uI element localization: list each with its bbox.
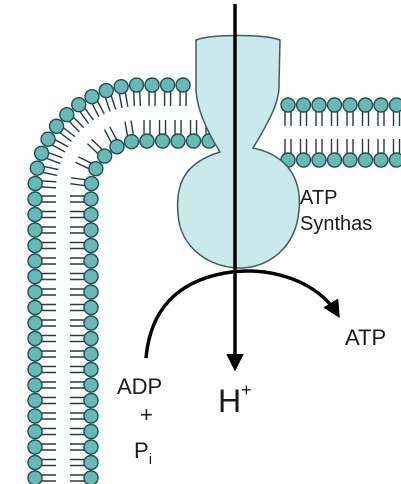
lipid-head — [84, 177, 98, 191]
atp-product-label: ATP — [345, 325, 386, 350]
lipid-head — [156, 134, 170, 148]
lipid-head — [84, 239, 98, 253]
lipid-head — [85, 90, 99, 104]
lipid-head — [28, 363, 42, 377]
lipid-head — [98, 149, 112, 163]
lipid-head — [390, 153, 401, 167]
lipid-head — [297, 153, 311, 167]
lipid-head — [28, 177, 42, 191]
lipid-head — [390, 98, 401, 112]
lipid-head — [84, 425, 98, 439]
lipid-head — [28, 425, 42, 439]
proton-label: H+ — [218, 380, 252, 419]
atp-synthase-label-line2: Synthas — [300, 213, 372, 235]
lipid-head — [312, 98, 326, 112]
atp-synthase-protein — [178, 36, 300, 269]
lipid-head — [84, 254, 98, 268]
lipid-head — [312, 153, 326, 167]
lipid-head — [28, 208, 42, 222]
lipid-head — [84, 301, 98, 315]
lipid-head — [110, 140, 124, 154]
lipid-head — [28, 409, 42, 423]
lipid-head — [374, 98, 388, 112]
lipid-head — [35, 146, 49, 160]
lipid-head — [28, 239, 42, 253]
lipid-head — [28, 301, 42, 315]
lipid-head — [187, 134, 201, 148]
lipid-head — [28, 192, 42, 206]
lipid-head — [72, 98, 86, 112]
lipid-head — [114, 80, 128, 94]
lipid-head — [84, 363, 98, 377]
lipid-head — [28, 223, 42, 237]
lipid-head — [89, 162, 103, 176]
lipid-head — [171, 134, 185, 148]
lipid-head — [28, 254, 42, 268]
lipid-head — [41, 132, 55, 146]
phosphate-subscript: i — [149, 451, 152, 468]
lipid-head — [84, 285, 98, 299]
lipid-head — [28, 285, 42, 299]
lipid-head — [328, 153, 342, 167]
lipid-head — [28, 440, 42, 454]
atp-synthase-label-line1: ATP — [300, 187, 337, 209]
lipid-head — [99, 84, 113, 98]
lipid-head — [328, 98, 342, 112]
lipid-head — [28, 332, 42, 346]
lipid-head — [84, 378, 98, 392]
lipid-head — [84, 456, 98, 470]
lipid-head — [28, 316, 42, 330]
lipid-head — [125, 135, 139, 149]
lipid-head — [84, 409, 98, 423]
lipid-head — [297, 98, 311, 112]
proton-symbol: H — [218, 383, 241, 419]
plus-sign-label: + — [140, 402, 153, 427]
lipid-head — [28, 270, 42, 284]
lipid-head — [130, 78, 144, 92]
lipid-head — [28, 394, 42, 408]
lipid-head — [359, 98, 373, 112]
lipid-head — [28, 347, 42, 361]
lipid-head — [343, 153, 357, 167]
lipid-head — [50, 119, 64, 133]
lipid-head — [145, 78, 159, 92]
phosphate-label: Pi — [134, 438, 152, 468]
lipid-head — [84, 347, 98, 361]
lipid-head — [161, 78, 175, 92]
lipid-head — [28, 378, 42, 392]
lipid-head — [28, 456, 42, 470]
lipid-head — [28, 471, 42, 484]
lipid-head — [281, 98, 295, 112]
lipid-head — [84, 332, 98, 346]
lipid-head — [343, 98, 357, 112]
lipid-head — [176, 78, 190, 92]
lipid-head — [84, 192, 98, 206]
lipid-head — [30, 161, 44, 175]
lipid-head — [84, 208, 98, 222]
proton-charge: + — [241, 380, 252, 400]
lipid-head — [84, 270, 98, 284]
lipid-head — [140, 134, 154, 148]
lipid-head — [84, 223, 98, 237]
lipid-head — [84, 440, 98, 454]
atp-synthesis-arrow — [146, 271, 338, 358]
lipid-head — [84, 394, 98, 408]
adp-label: ADP — [117, 374, 162, 399]
lipid-head — [84, 316, 98, 330]
phosphate-symbol: P — [134, 438, 149, 463]
lipid-head — [374, 153, 388, 167]
lipid-head — [84, 471, 98, 484]
lipid-head — [60, 108, 74, 122]
lipid-head — [359, 153, 373, 167]
